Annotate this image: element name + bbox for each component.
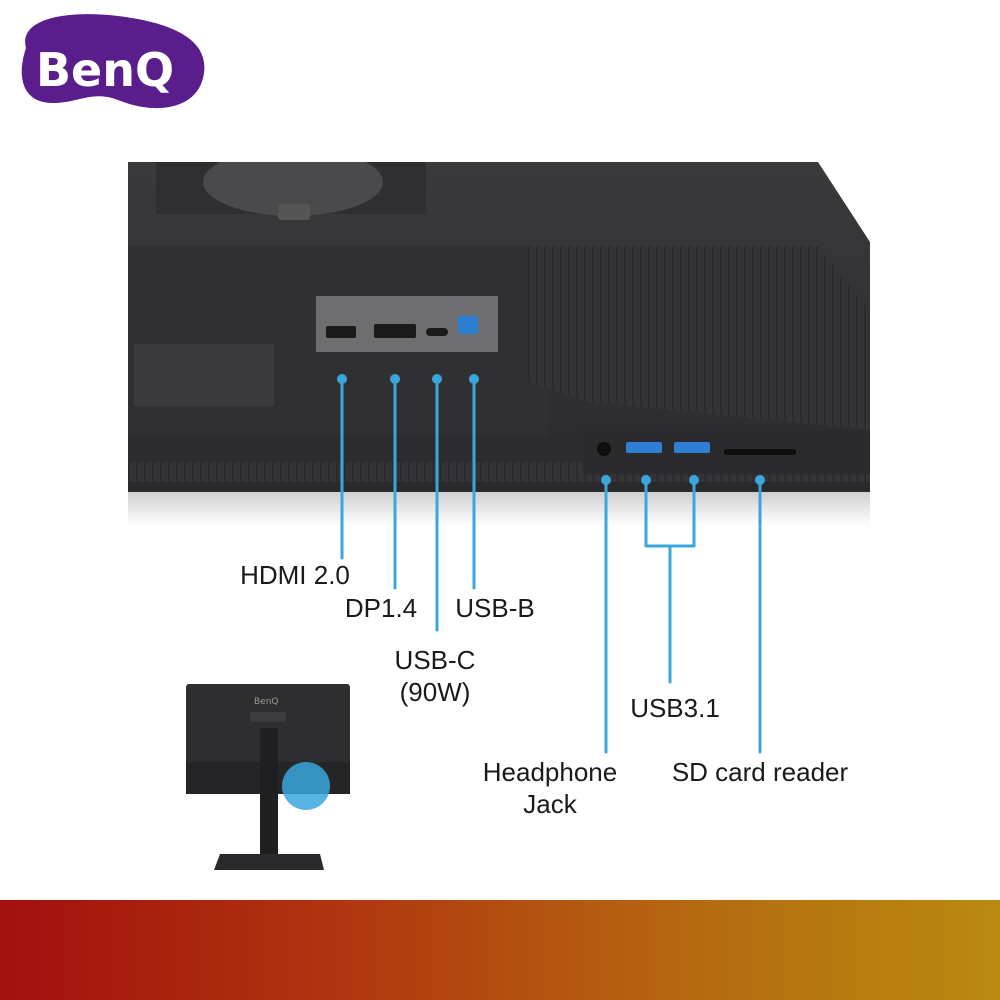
- label-headphone-line1: Headphone: [482, 757, 618, 787]
- label-headphone-line2: Jack: [523, 789, 577, 819]
- label-headphone: Headphone Jack: [470, 756, 630, 820]
- benq-logo: BenQ: [21, 14, 205, 109]
- label-usbc: USB-C (90W): [380, 644, 490, 708]
- monitor-rear-photo: [128, 162, 870, 526]
- mini-monitor-illustration: BenQ: [186, 684, 350, 870]
- svg-text:BenQ: BenQ: [36, 43, 174, 97]
- label-usbc-line2: (90W): [399, 677, 471, 707]
- bottom-gradient-band: [0, 900, 1000, 1000]
- label-usbb: USB-B: [455, 593, 535, 623]
- svg-text:BenQ: BenQ: [254, 697, 279, 707]
- label-usbc-line1: USB-C: [394, 645, 476, 675]
- label-sd: SD card reader: [671, 757, 849, 787]
- label-hdmi: HDMI 2.0: [240, 560, 350, 590]
- label-dp: DP1.4: [344, 593, 418, 623]
- label-usb31: USB3.1: [630, 693, 720, 723]
